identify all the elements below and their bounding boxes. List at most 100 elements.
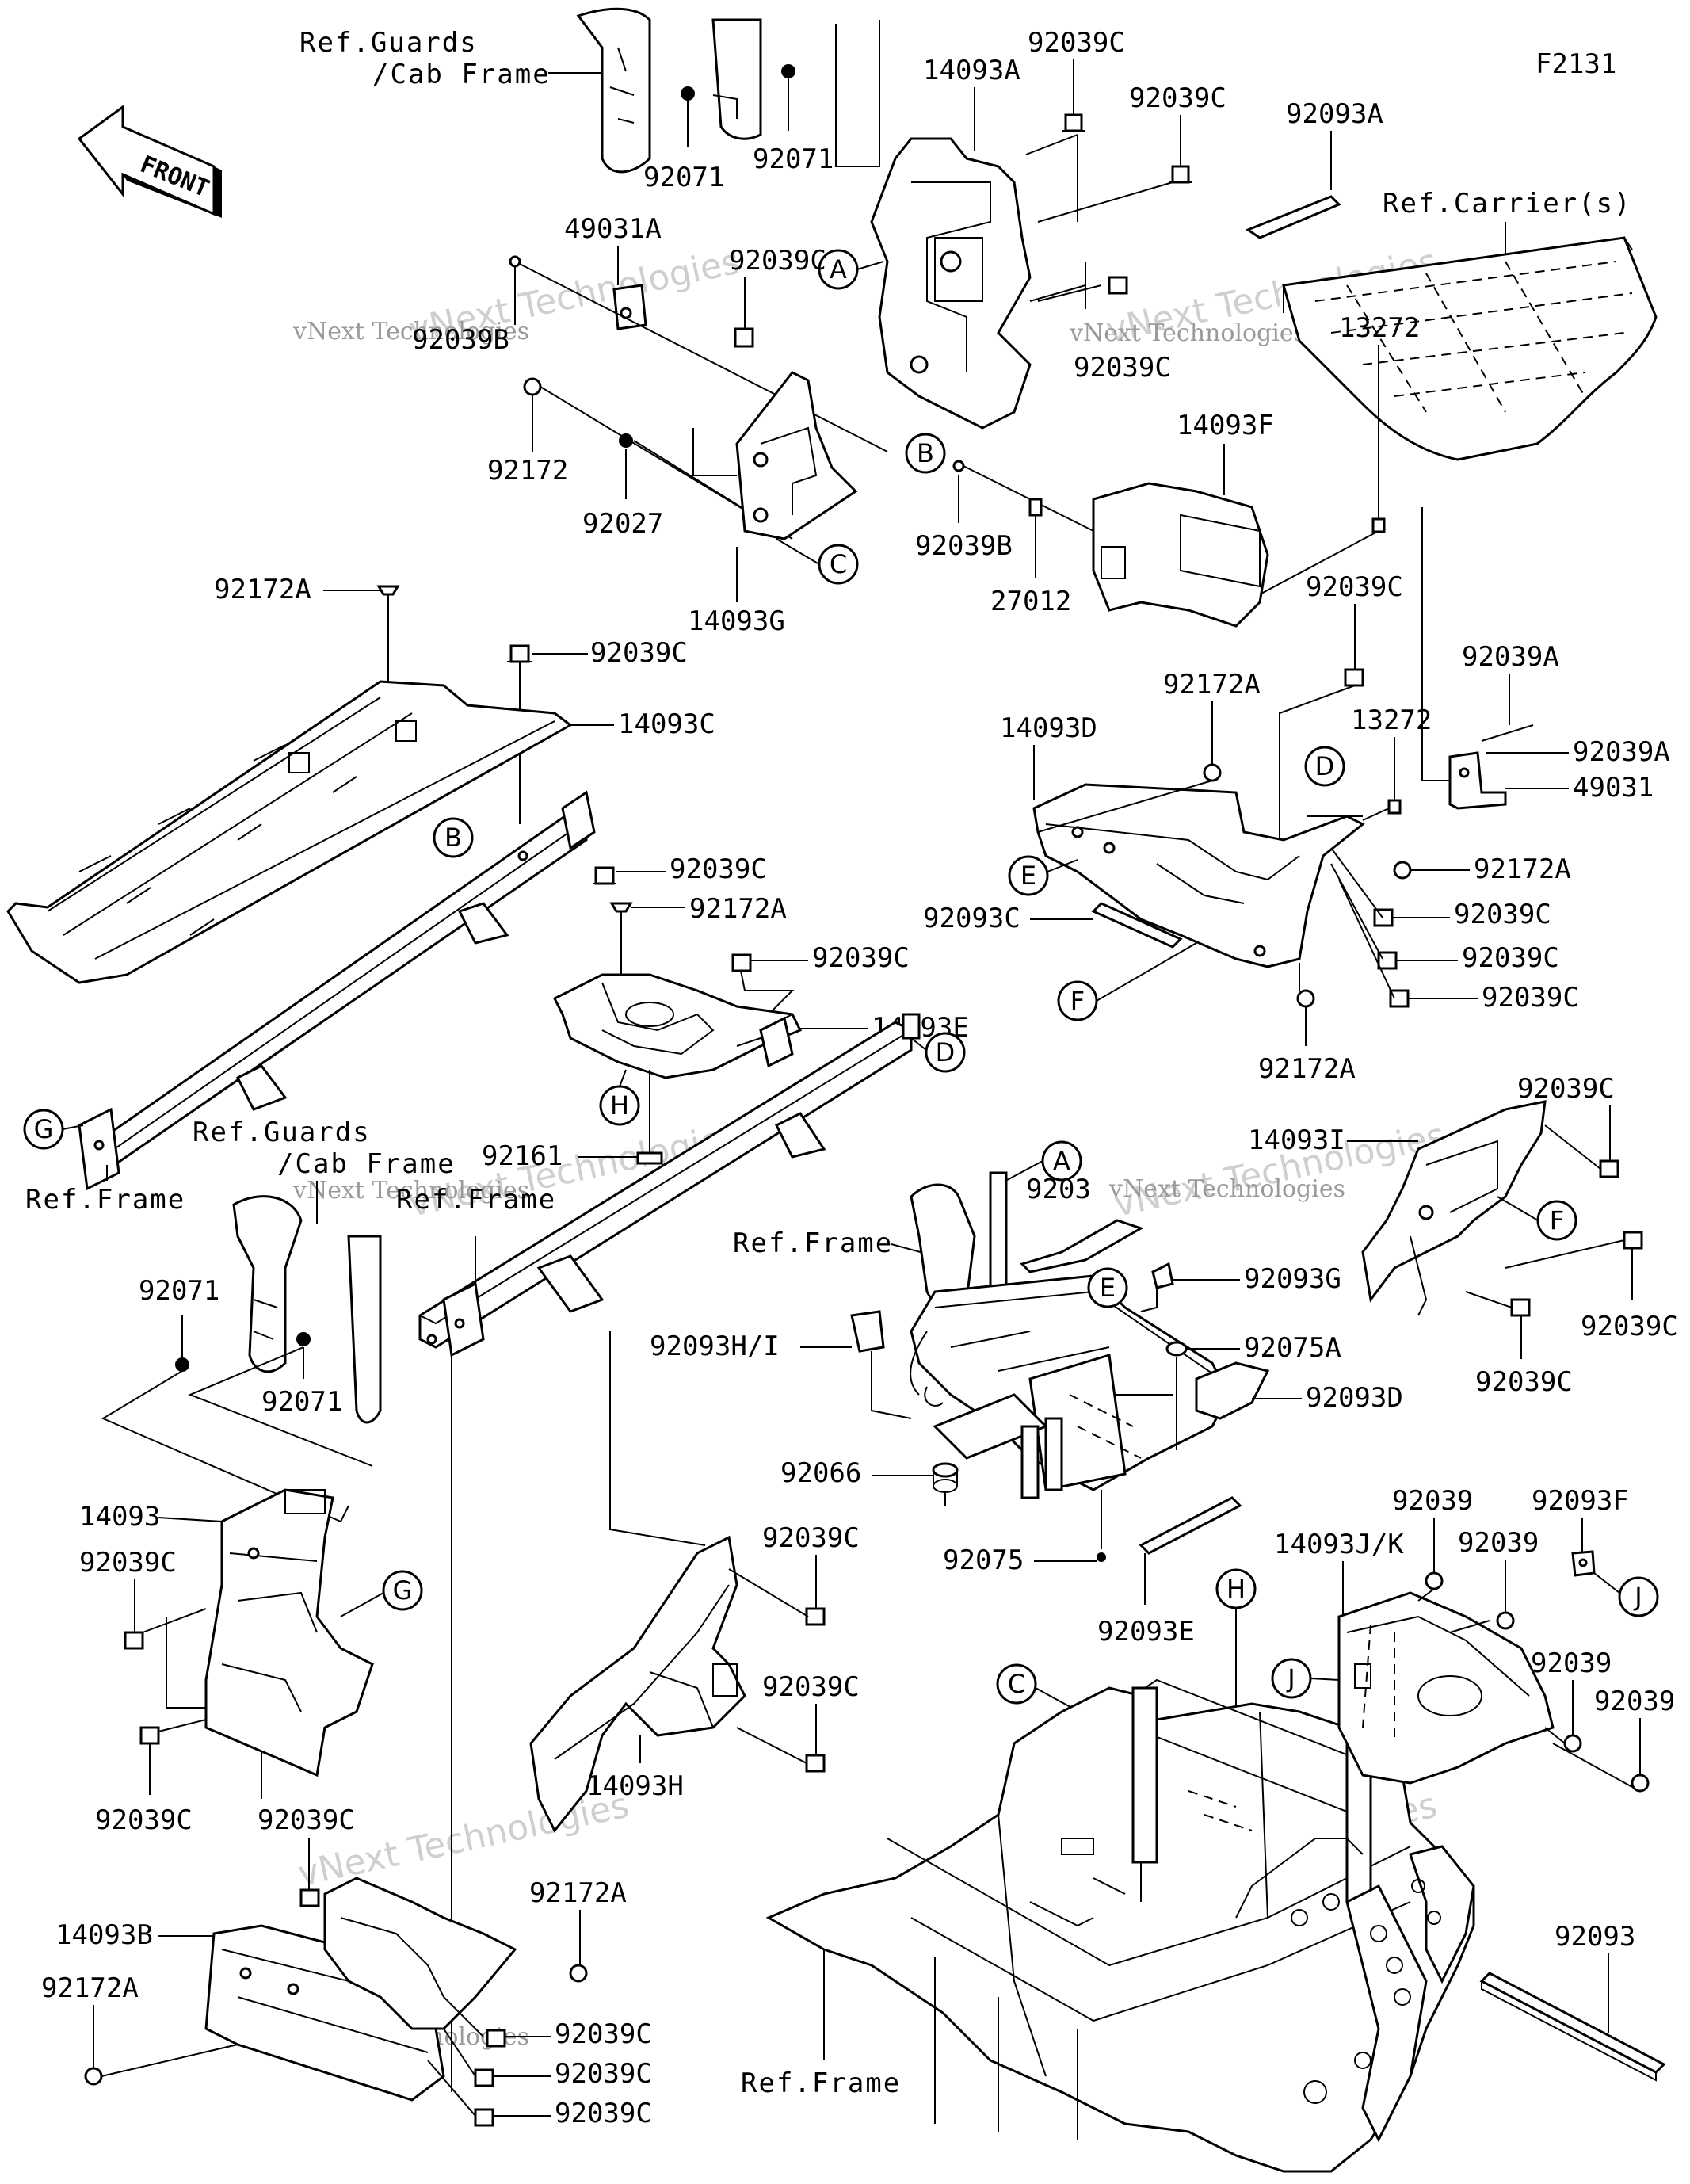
label-92172A-6: 92172A: [529, 1877, 627, 1909]
label-92039B-1: 92039B: [412, 324, 509, 356]
label-92039C-1: 92039C: [1028, 27, 1125, 59]
ref-guards-top-line1: Ref.Guards: [299, 27, 478, 59]
clip-92039C-19: [486, 2029, 506, 2048]
label-92039C-12: 92039C: [1581, 1311, 1678, 1342]
ref-guards-mid-line2: /Cab Frame: [277, 1148, 456, 1180]
callout-J-2: J: [1271, 1658, 1340, 1699]
part-92093C: [1091, 902, 1183, 949]
callout-E-2: E: [1087, 1267, 1128, 1308]
clip-92039C-10: [1389, 989, 1410, 1008]
label-49031: 49031: [1573, 772, 1654, 804]
callout-A-2: A: [998, 1140, 1082, 1186]
label-92161: 92161: [482, 1140, 563, 1172]
label-14093JK: 14093J/K: [1274, 1529, 1404, 1560]
nut-92071-d: [296, 1332, 311, 1346]
label-92172A-7: 92172A: [41, 1972, 139, 2004]
nut-92071-c: [175, 1357, 189, 1372]
svg-text:D: D: [936, 1037, 956, 1067]
clip-92039C-11: [1599, 1159, 1619, 1178]
part-14093: [204, 1488, 374, 1777]
label-92039C-2: 92039C: [1129, 82, 1226, 114]
clip-92039C-20: [474, 2068, 494, 2087]
clip-92039C-16: [299, 1888, 320, 1907]
part-27012: [1028, 498, 1043, 517]
clip-92039C-2: [1169, 165, 1192, 184]
callout-B-1: B: [905, 433, 946, 474]
part-92093: [1479, 1972, 1666, 2074]
watermark-2-sub: vNext Technologies: [1069, 319, 1306, 347]
svg-text:B: B: [917, 438, 934, 468]
label-92093F: 92093F: [1532, 1485, 1629, 1517]
part-13272-2: [1387, 799, 1402, 815]
part-14093A: [870, 137, 1032, 430]
label-14093F: 14093F: [1177, 410, 1274, 441]
svg-text:C: C: [830, 549, 847, 579]
label-92075: 92075: [943, 1544, 1024, 1576]
part-14093I: [1361, 1100, 1547, 1316]
label-14093: 14093: [79, 1501, 160, 1533]
screw-92172A-4: [1296, 989, 1315, 1008]
callout-A-1: A: [818, 249, 884, 290]
callout-D-1: D: [1304, 746, 1345, 787]
label-14093H: 14093H: [586, 1770, 684, 1802]
label-92172A-4: 92172A: [1258, 1053, 1356, 1085]
label-92039-4: 92039: [1594, 1686, 1675, 1717]
label-92039C-5: 92039C: [670, 853, 767, 885]
clip-92039C-13: [1510, 1298, 1531, 1317]
svg-text:H: H: [1226, 1574, 1246, 1604]
label-92039C-14: 92039C: [79, 1547, 177, 1579]
part-14093JK: [1337, 1591, 1555, 1785]
screw-92172A-5: [1393, 861, 1412, 880]
label-92093: 92093: [1555, 1921, 1635, 1953]
callout-D-2: D: [910, 1032, 966, 1073]
label-92039-2: 92039: [1458, 1527, 1539, 1559]
label-92039C-16: 92039C: [258, 1804, 355, 1836]
plate-center: [1020, 1219, 1144, 1273]
guards-cab-frame-mid: [232, 1195, 382, 1424]
carrier-ref-drawing: [1282, 236, 1658, 461]
clip-92039C-21: [474, 2108, 494, 2127]
part-92161: [636, 1151, 663, 1165]
part-92093F: [1571, 1550, 1596, 1577]
clip-92039C-17: [805, 1607, 826, 1626]
label-92039C-3: 92039C: [729, 245, 826, 277]
screw-92039-4: [1631, 1774, 1650, 1793]
label-92039C-20: 92039C: [555, 2058, 652, 2090]
label-92039-1: 92039: [1392, 1485, 1473, 1517]
screw-92039-3: [1563, 1734, 1582, 1753]
svg-text:B: B: [444, 823, 462, 853]
label-92172: 92172: [487, 455, 568, 487]
label-92039-3: 92039: [1531, 1648, 1612, 1679]
label-92039C-18: 92039C: [762, 1671, 860, 1703]
svg-text:G: G: [34, 1114, 54, 1144]
callout-G-2: G: [340, 1570, 423, 1617]
part-92093HI: [850, 1310, 885, 1353]
label-92066: 92066: [780, 1457, 861, 1489]
screw-92172A-3: [1203, 763, 1222, 782]
svg-text:F: F: [1550, 1205, 1564, 1235]
label-92039C-7: 92039C: [1306, 571, 1403, 603]
part-92093D: [1195, 1361, 1270, 1420]
callout-J-1: J: [1593, 1572, 1659, 1617]
clip-92039C-18: [805, 1754, 826, 1773]
label-92093C: 92093C: [923, 903, 1020, 934]
figure-id: F2131: [1535, 48, 1616, 80]
label-92039C-13: 92039C: [1475, 1366, 1573, 1398]
clip-92039C-3: [734, 327, 754, 348]
callout-C-2: C: [996, 1663, 1094, 1720]
callout-E-1: E: [1008, 855, 1078, 896]
clip-92039C-15: [139, 1726, 160, 1745]
beam-left: [78, 790, 596, 1191]
clip-92039C-1: [1062, 113, 1085, 132]
main-frame-drawing: [765, 1678, 1475, 2173]
ref-carriers: Ref.Carrier(s): [1383, 188, 1632, 220]
label-92172A-1: 92172A: [214, 574, 311, 605]
screw-92172A-7: [84, 2067, 103, 2086]
ref-guards-mid-line1: Ref.Guards: [193, 1117, 371, 1148]
label-14093I: 14093I: [1248, 1124, 1345, 1156]
label-92039C-6: 92039C: [812, 942, 910, 974]
screw-92172: [523, 377, 542, 396]
label-92093HI: 92093H/I: [650, 1331, 780, 1362]
clip-92039C-8: [1373, 908, 1394, 927]
screw-92172A-1: [376, 585, 400, 596]
